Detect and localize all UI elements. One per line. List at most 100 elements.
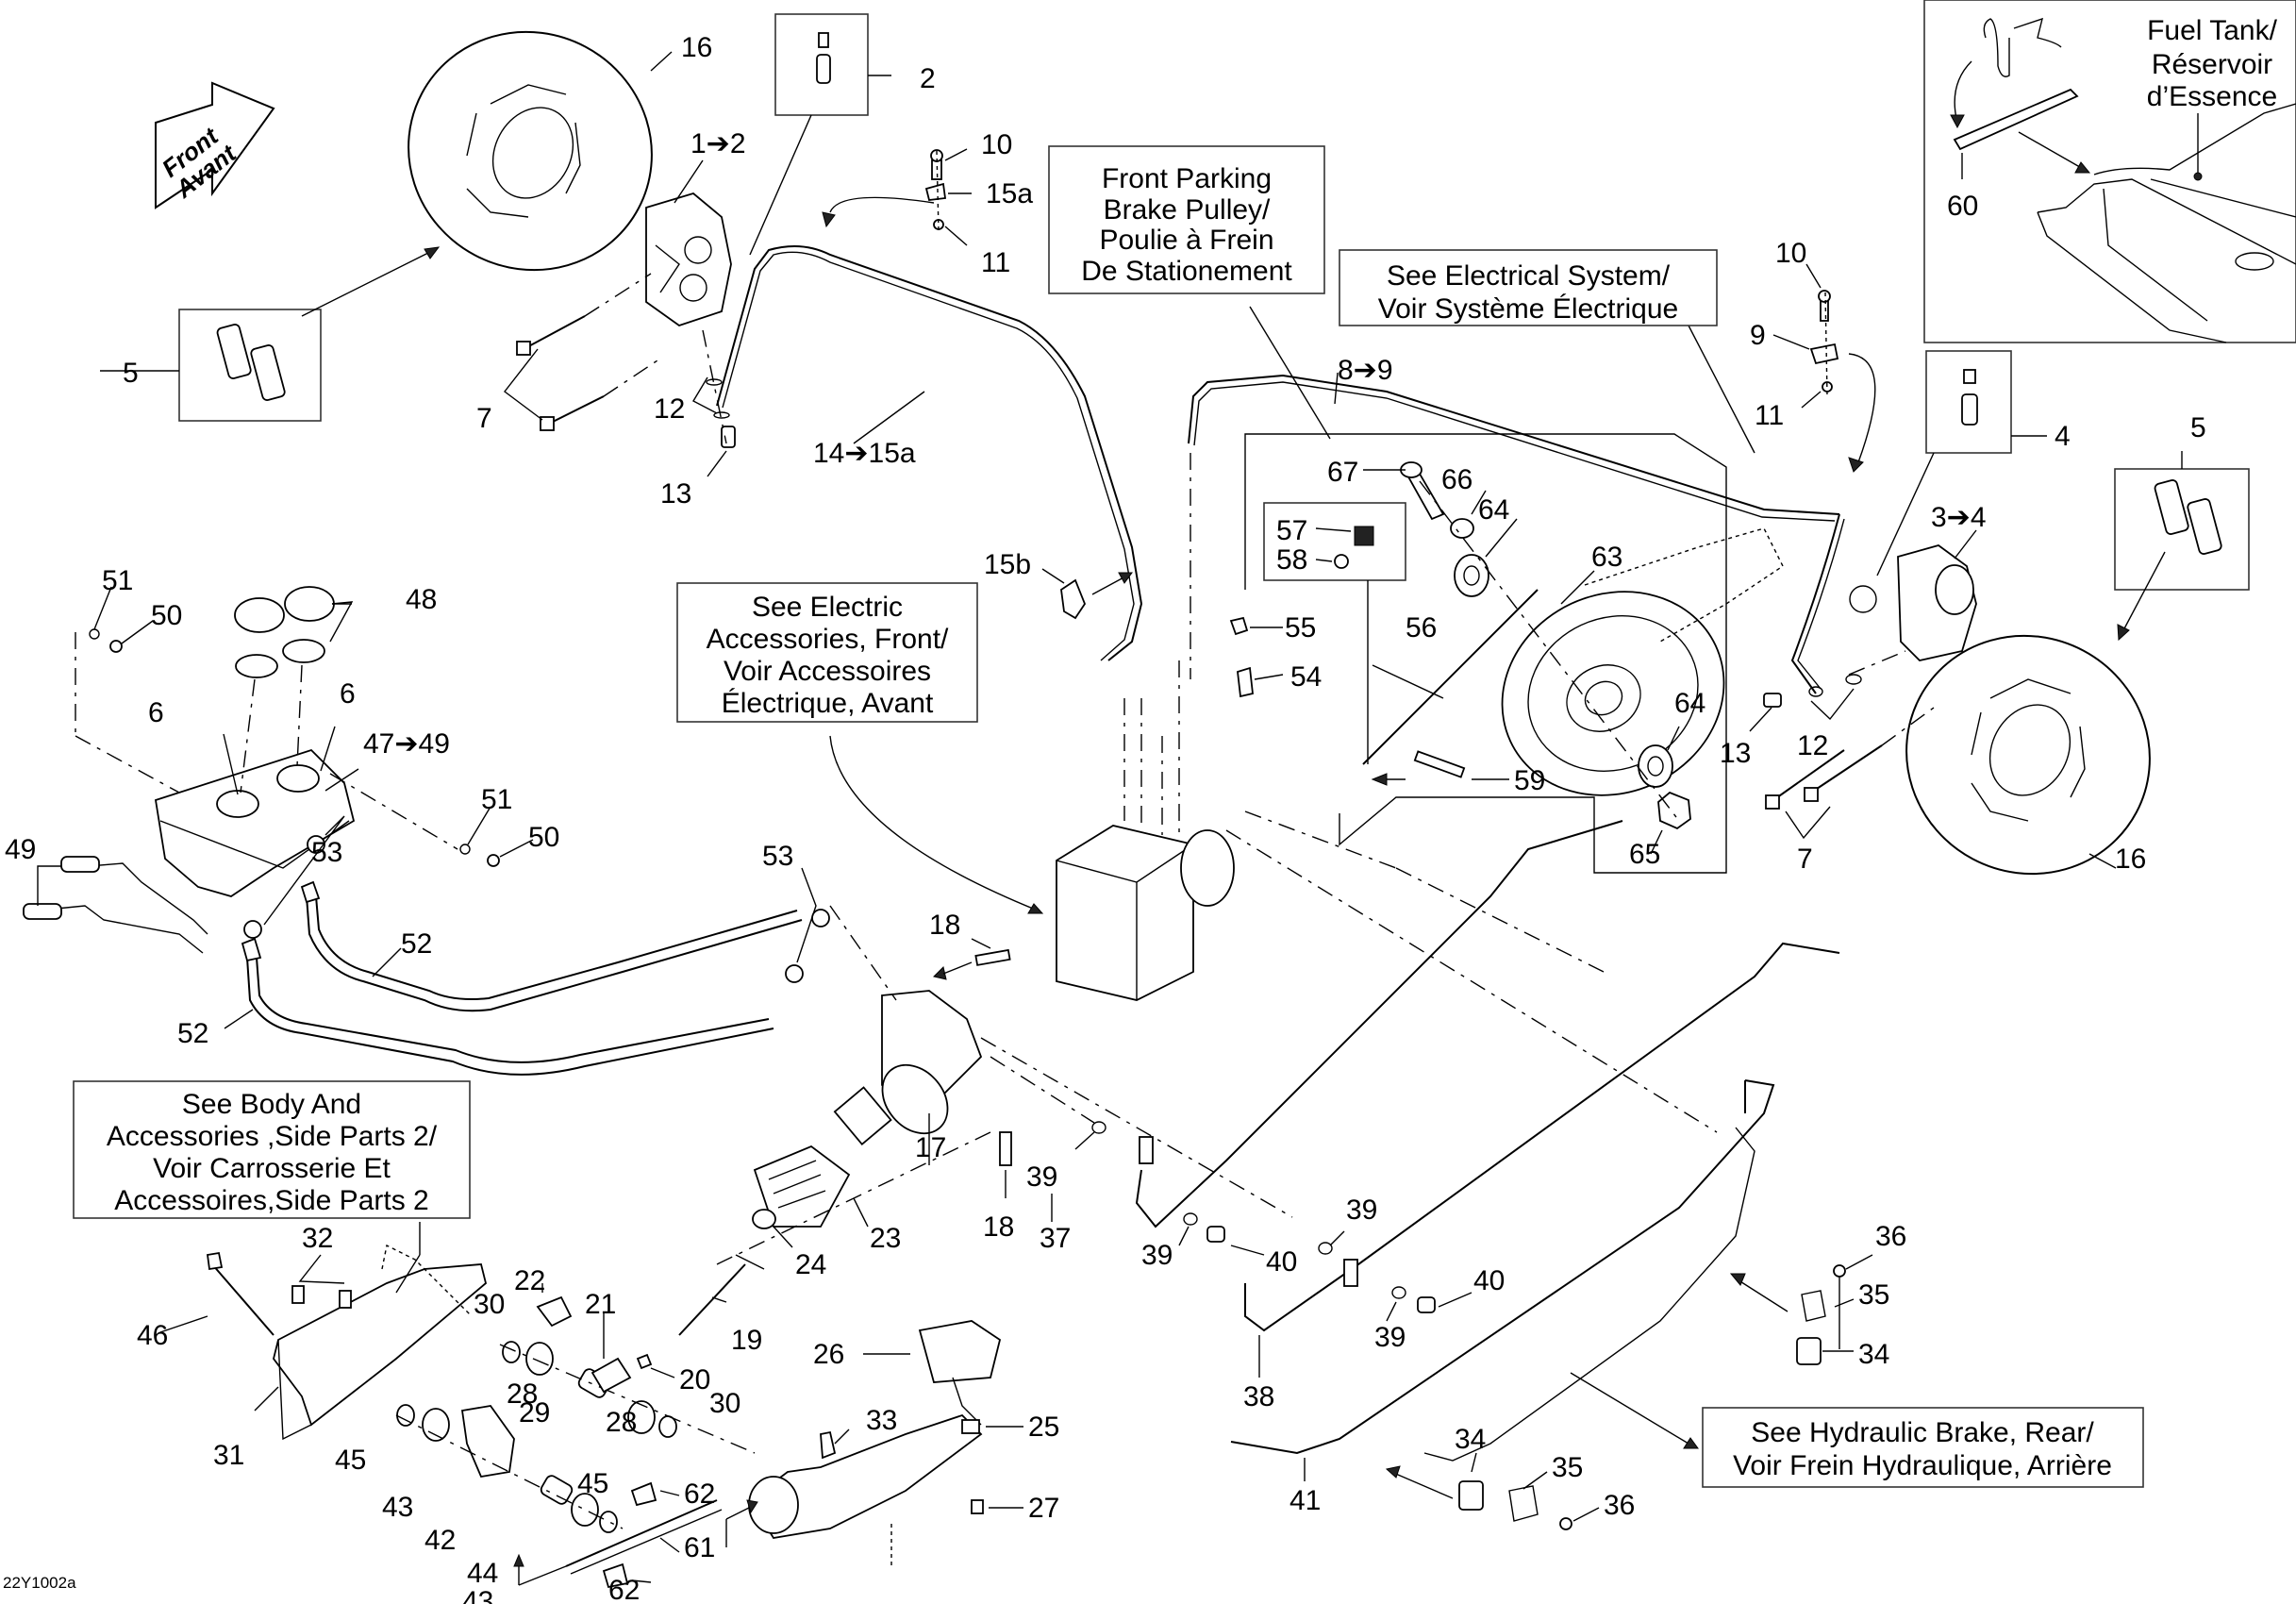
brake-disc-left	[408, 30, 653, 272]
callout-label: 14➔15a	[813, 438, 916, 469]
callout-label: 16	[2115, 844, 2146, 875]
callout-label: 6	[148, 697, 164, 728]
drawing-id: 22Y1002a	[3, 1574, 76, 1592]
callout-label: 53	[311, 837, 342, 868]
callout-label: 56	[1406, 612, 1437, 643]
callout-label: 16	[681, 32, 712, 63]
callout-label: 23	[870, 1223, 901, 1254]
callout-label: 43	[462, 1586, 493, 1604]
callout-label: 39	[1026, 1161, 1057, 1193]
callout-label: 47➔49	[363, 728, 450, 760]
callout-label: 18	[929, 910, 960, 941]
callout-label: 51	[481, 784, 512, 815]
callout-label: 11	[1755, 400, 1784, 431]
line-clips	[1385, 1254, 1873, 1530]
callout-label: 18	[983, 1211, 1014, 1243]
callout-label: 50	[151, 600, 182, 631]
brake-line-front-right	[1188, 263, 1876, 694]
callout-label: 33	[866, 1405, 897, 1436]
brake-pads-left	[100, 246, 441, 422]
callout-label: 20	[679, 1364, 710, 1395]
callout-label: 22	[514, 1265, 545, 1296]
callout-label: 30	[474, 1289, 505, 1320]
box-line: De Stationement	[1081, 256, 1292, 287]
banjo-fitting-left	[692, 329, 736, 477]
hose-clip-15b	[1041, 568, 1133, 620]
callout-label: 62	[684, 1479, 715, 1510]
callout-label: 12	[654, 393, 685, 425]
callout-label: 35	[1552, 1452, 1583, 1483]
brake-pads-right	[2114, 451, 2250, 642]
callout-label: 9	[1750, 320, 1766, 351]
brake-hose-front-left	[716, 196, 1143, 661]
callout-label: 45	[577, 1468, 608, 1499]
box-line: Réservoir	[2152, 49, 2272, 80]
box-line: Voir Accessoires	[724, 656, 931, 687]
callout-label: 1➔2	[690, 128, 746, 159]
ref-box-front-parking-brake-pulley: Front Parking Brake Pulley/ Poulie à Fre…	[1048, 145, 1325, 294]
callout-label: 2	[920, 63, 936, 94]
callout-label: 54	[1290, 661, 1322, 693]
callout-label: 40	[1473, 1265, 1505, 1296]
abs-module	[829, 616, 1284, 1001]
pedal-linkage	[159, 1222, 1023, 1589]
box-line: See Electric	[752, 592, 903, 623]
callout-label: 64	[1674, 688, 1705, 719]
callout-label: 58	[1276, 544, 1307, 576]
callout-label: 30	[709, 1388, 740, 1419]
callout-label: 7	[476, 403, 492, 434]
brake-caliper-right	[1749, 350, 2047, 840]
callout-label: 13	[1720, 738, 1751, 769]
callout-label: 48	[406, 584, 437, 615]
master-cylinder	[716, 905, 1472, 1322]
fuel-tank-inset	[1923, 0, 2296, 343]
box-line: Brake Pulley/	[1104, 194, 1271, 226]
box-line: Fuel Tank/	[2147, 15, 2278, 46]
callout-label: 57	[1276, 515, 1307, 546]
callout-label: 62	[608, 1575, 640, 1604]
ref-box-see-electrical-system: See Electrical System/ Voir Système Élec…	[1339, 249, 1718, 326]
hose-clip-left	[924, 148, 972, 246]
callout-label: 52	[401, 928, 432, 960]
callout-label: 45	[335, 1445, 366, 1476]
callout-label: 37	[1040, 1223, 1071, 1254]
callout-label: 39	[1374, 1322, 1406, 1353]
callout-label: 59	[1514, 765, 1545, 796]
callout-label: 28	[606, 1407, 637, 1438]
brake-fluid-reservoir	[23, 586, 534, 954]
box-line: Poulie à Frein	[1099, 225, 1273, 256]
callout-label: 15b	[984, 549, 1031, 580]
callout-label: 51	[102, 565, 133, 596]
callout-label: 10	[981, 129, 1012, 160]
box-line: See Hydraulic Brake, Rear/	[1751, 1417, 2094, 1448]
box-line: See Electrical System/	[1387, 260, 1671, 292]
callout-label: 64	[1478, 494, 1509, 526]
callout-label: 10	[1775, 238, 1806, 269]
callout-label: 27	[1028, 1493, 1059, 1524]
reservoir-hoses	[224, 815, 830, 1076]
callout-label: 34	[1455, 1424, 1486, 1455]
callout-label: 12	[1797, 730, 1828, 761]
callout-label: 34	[1858, 1339, 1889, 1370]
callout-label: 63	[1591, 542, 1622, 573]
callout-label: 19	[731, 1325, 762, 1356]
callout-label: 35	[1858, 1279, 1889, 1311]
parking-brake-pulley-area	[1244, 306, 1784, 874]
callout-label: 5	[2190, 412, 2206, 443]
callout-label: 11	[981, 247, 1010, 278]
callout-label: 3➔4	[1931, 502, 1987, 533]
box-line: See Body And	[182, 1089, 361, 1120]
callout-label: 32	[302, 1223, 333, 1254]
box-line: Voir Système Électrique	[1378, 293, 1678, 325]
box-line: Accessoires,Side Parts 2	[114, 1185, 428, 1216]
ref-box-fuel-tank: Fuel Tank/ Réservoir d’Essence	[2147, 15, 2278, 112]
front-direction-arrow: Front Avant	[155, 81, 275, 209]
callout-label: 13	[660, 478, 691, 510]
callout-label: 66	[1441, 464, 1472, 495]
box-line: Accessories, Front/	[707, 624, 949, 655]
callout-label: 17	[915, 1132, 946, 1163]
callout-label: 38	[1243, 1381, 1274, 1412]
callout-label: 53	[762, 841, 793, 872]
callout-label: 8➔9	[1338, 355, 1393, 386]
ref-box-see-electric-accessories-front: See Electric Accessories, Front/ Voir Ac…	[676, 582, 978, 723]
